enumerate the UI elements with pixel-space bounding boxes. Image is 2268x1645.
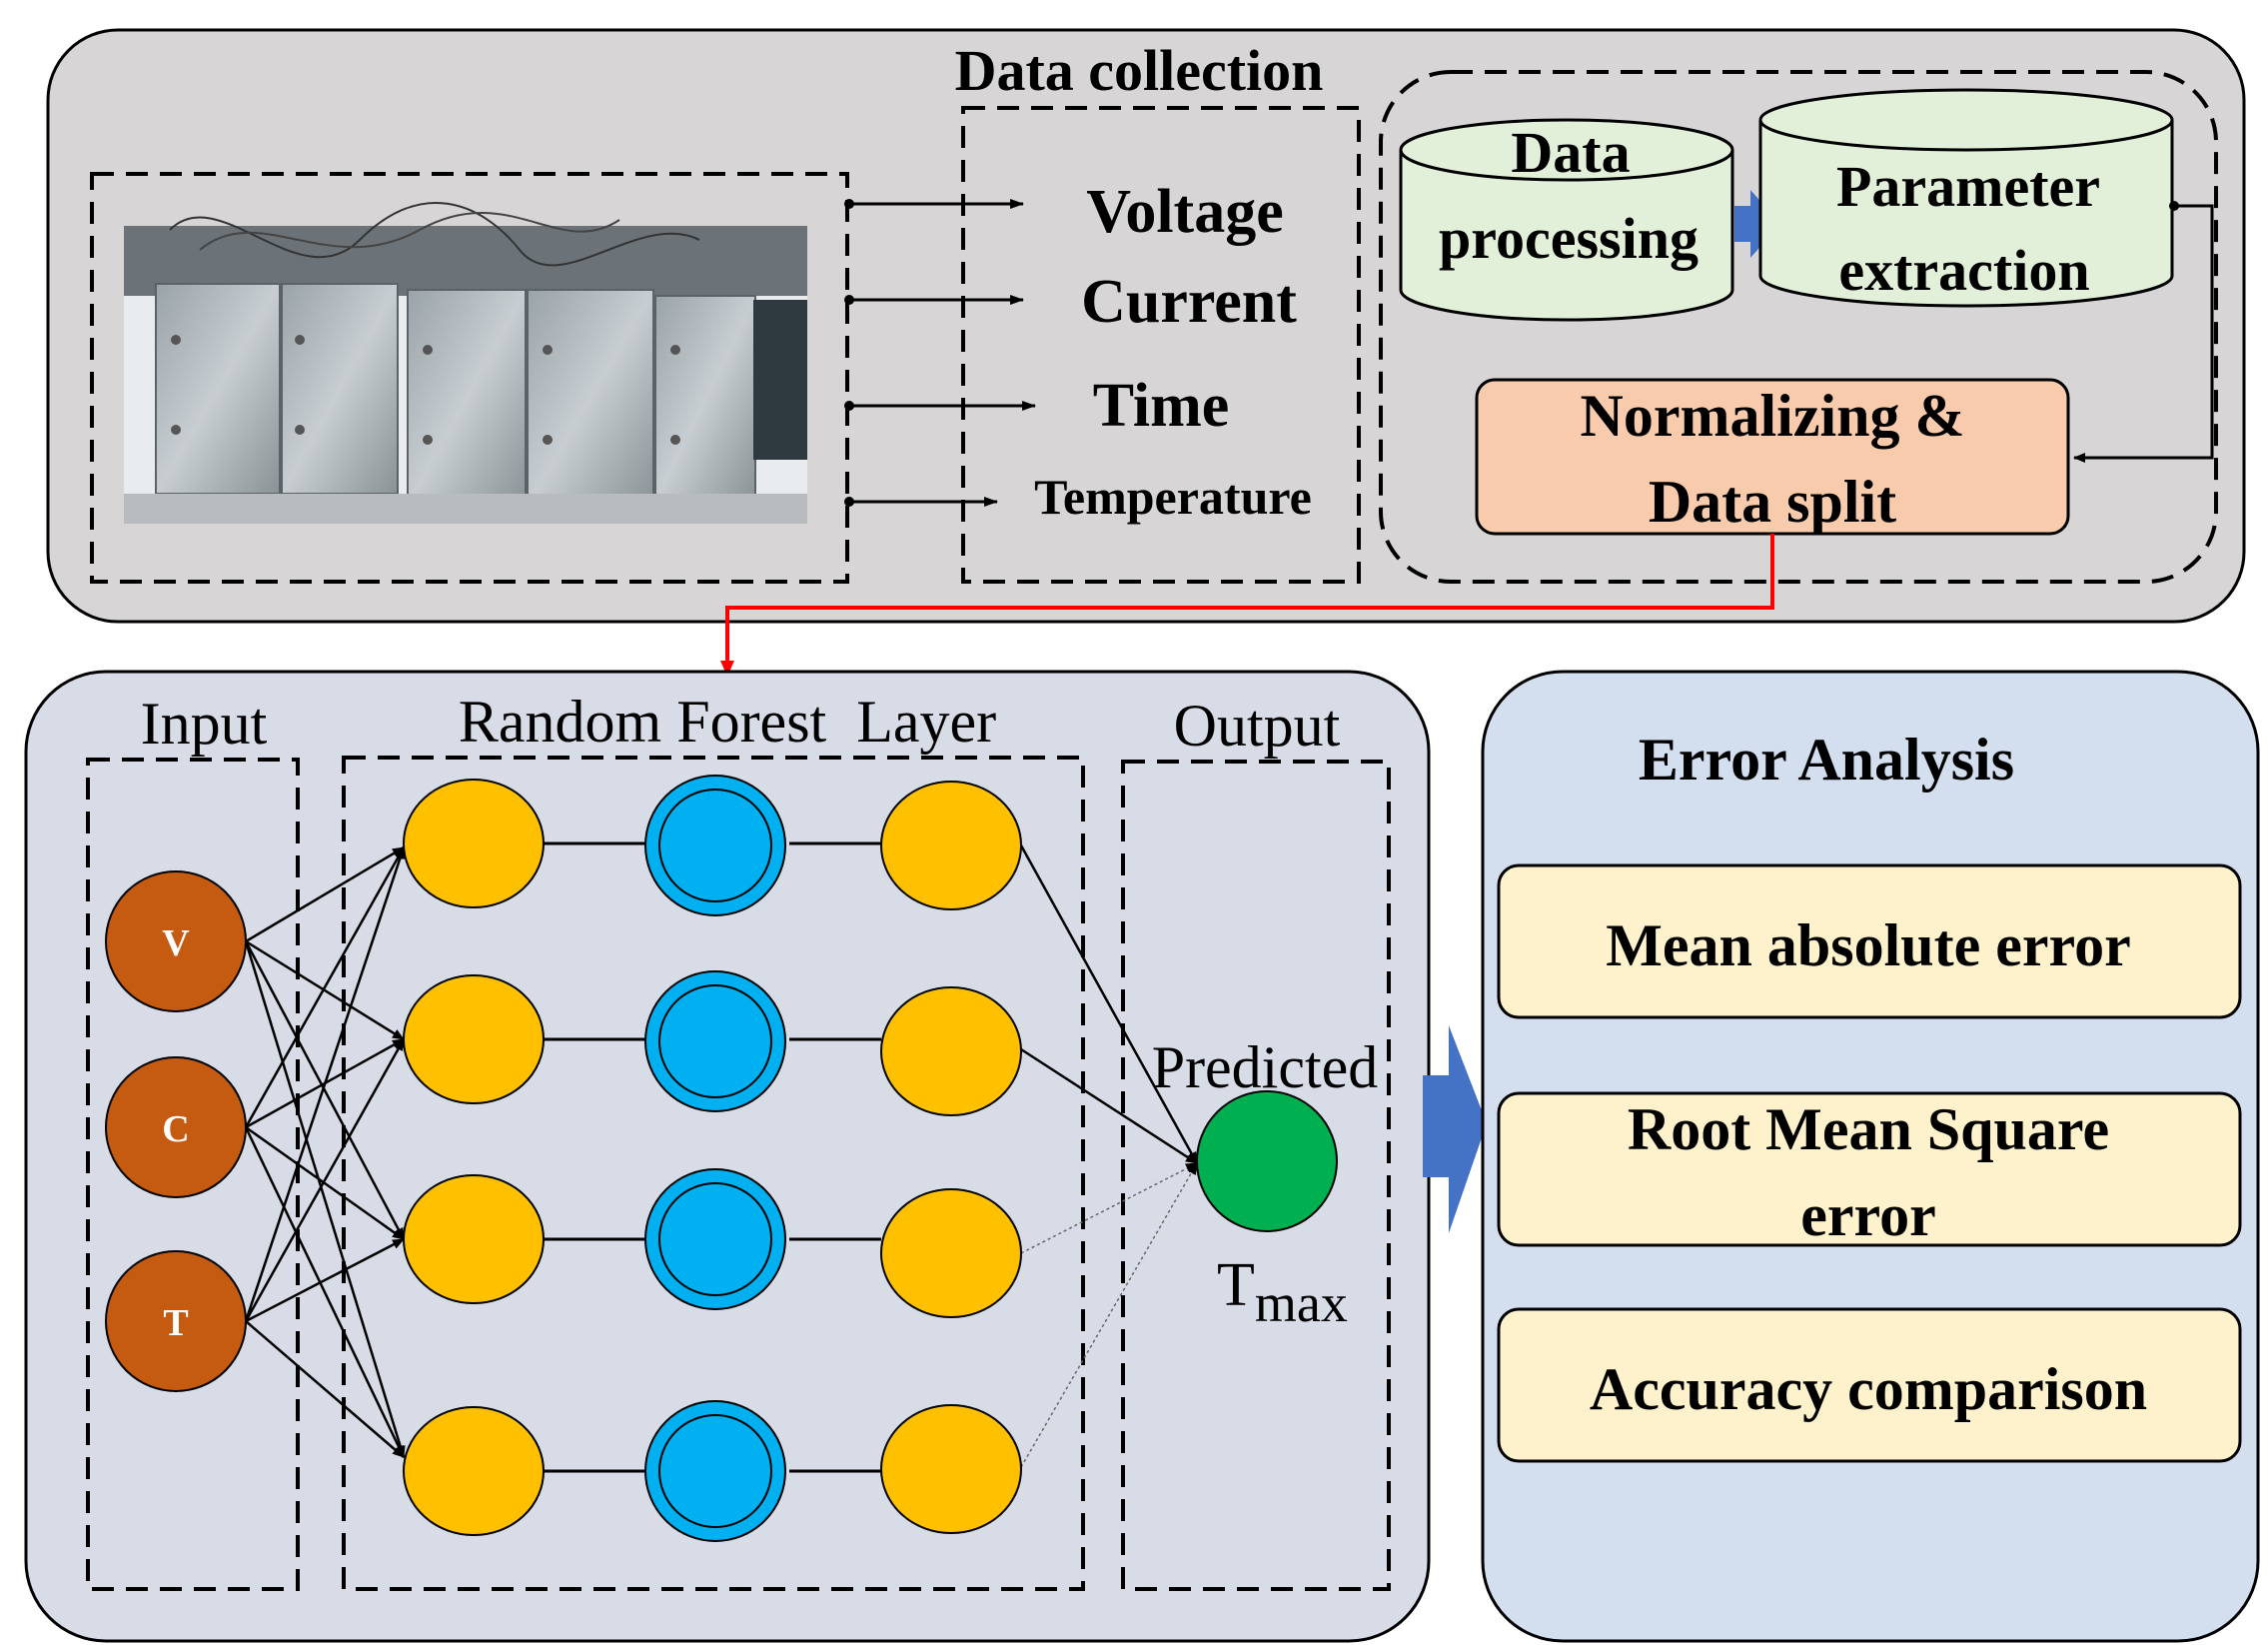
processing-to-extraction-arrow — [1734, 190, 1780, 258]
rf-node — [403, 1174, 545, 1304]
metric-mae-label: Mean absolute error — [1606, 912, 2130, 978]
rf-node — [403, 1406, 545, 1536]
rf-node — [880, 1188, 1022, 1318]
layer-frame — [342, 756, 1085, 1591]
rf-node — [403, 974, 545, 1104]
data-processing-line1: Data — [1511, 120, 1630, 185]
signal-time: Time — [1093, 372, 1230, 440]
signals-frame — [961, 106, 1361, 584]
photo-frame — [90, 172, 849, 584]
normalizing-line1: Normalizing & — [1581, 383, 1965, 449]
predicted-label: Predicted — [1152, 1034, 1379, 1100]
signal-voltage: Voltage — [1086, 178, 1283, 246]
rf-tree-node — [644, 775, 786, 916]
output-connections — [1019, 844, 1199, 1468]
to-error-analysis-arrow — [1423, 1025, 1487, 1233]
rf-node — [403, 779, 545, 908]
error-analysis-panel: Error Analysis Mean absolute error Root … — [1481, 670, 2260, 1643]
extraction-to-normalize-arrow — [2073, 204, 2214, 463]
red-data-flow-arrow — [720, 534, 1774, 677]
output-node — [1196, 1090, 1338, 1232]
input-node-t: T — [105, 1250, 247, 1392]
random-forest-layer-label: Random Forest Layer — [459, 689, 996, 755]
data-collection-title: Data collection — [955, 38, 1324, 103]
input-connections — [244, 845, 406, 1458]
metric-accuracy-box — [1497, 1307, 2242, 1463]
output-label: Output — [1174, 693, 1341, 759]
metric-mae-box — [1497, 863, 2242, 1019]
rf-tree-node — [644, 970, 786, 1112]
parameter-extraction-cylinder: Parameter extraction — [1758, 88, 2174, 308]
tmax-sub: max — [1255, 1273, 1348, 1333]
metric-rmse-line2: error — [1800, 1182, 1935, 1248]
error-analysis-title: Error Analysis — [1639, 727, 2014, 793]
signal-temperature: Temperature — [1034, 469, 1312, 525]
tmax-base: T — [1217, 1251, 1255, 1319]
rf-tree-node — [644, 1400, 786, 1542]
input-node-v: V — [105, 870, 247, 1012]
tmax-label: Tmax — [1217, 1251, 1348, 1333]
layer1-nodes — [403, 779, 545, 1536]
random-forest-panel: Input Random Forest Layer Output — [24, 670, 1431, 1643]
rf-tree-node — [644, 1168, 786, 1310]
data-processing-cylinder: Data processing — [1399, 118, 1734, 322]
layer2-nodes — [644, 775, 786, 1542]
data-collection-panel: Data collection — [46, 28, 2246, 624]
rf-node — [880, 1404, 1022, 1534]
metric-accuracy-label: Accuracy comparison — [1590, 1356, 2147, 1422]
input-node-v-label: V — [162, 922, 190, 964]
layer-row-lines — [544, 841, 881, 1473]
parameter-extraction-line1: Parameter — [1836, 154, 2100, 219]
layer3-nodes — [880, 781, 1022, 1534]
input-frame — [86, 758, 300, 1591]
input-node-c-label: C — [162, 1108, 189, 1150]
rf-node — [880, 781, 1022, 910]
rf-node — [880, 986, 1022, 1116]
output-frame — [1121, 760, 1391, 1591]
signal-current: Current — [1081, 268, 1297, 336]
data-processing-line2: processing — [1439, 206, 1699, 271]
input-node-t-label: T — [163, 1302, 188, 1344]
normalizing-line2: Data split — [1649, 469, 1896, 535]
input-label: Input — [141, 691, 268, 757]
parameter-extraction-line2: extraction — [1838, 238, 2089, 303]
processing-frame — [1379, 70, 2218, 584]
battery-setup-photo — [124, 202, 807, 524]
metric-rmse-line1: Root Mean Square — [1628, 1096, 2109, 1162]
metric-rmse-box — [1497, 1091, 2242, 1247]
input-node-c: C — [105, 1056, 247, 1198]
